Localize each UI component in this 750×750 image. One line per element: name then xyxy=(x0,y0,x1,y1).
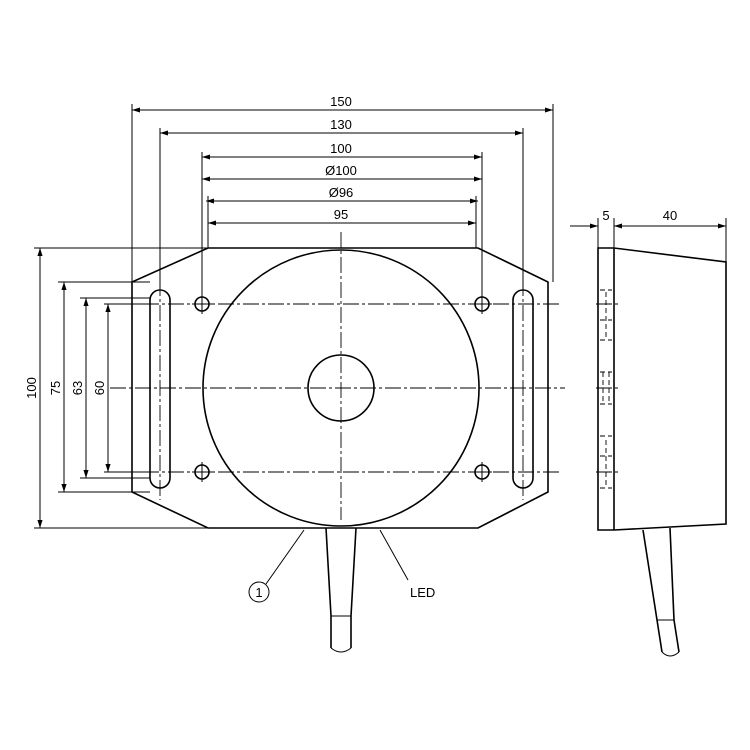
callout-1-leader xyxy=(265,529,305,585)
dim-40: 40 xyxy=(663,208,677,223)
dim-75: 75 xyxy=(48,381,63,395)
front-view: 150 130 100 Ø100 Ø96 95 100 75 63 60 1 L… xyxy=(24,94,565,653)
led-leader xyxy=(379,529,409,581)
dim-60: 60 xyxy=(92,381,107,395)
dim-dia-96: Ø96 xyxy=(329,185,354,200)
dim-dia-100: Ø100 xyxy=(325,163,357,178)
extension-lines xyxy=(34,104,554,529)
dim-100-height: 100 xyxy=(24,377,39,399)
dim-130: 130 xyxy=(330,117,352,132)
dim-150: 150 xyxy=(330,94,352,109)
side-cable xyxy=(642,527,680,657)
dim-100-width: 100 xyxy=(330,141,352,156)
dim-63: 63 xyxy=(70,381,85,395)
dim-5: 5 xyxy=(602,208,609,223)
side-hidden-features xyxy=(596,289,618,489)
callout-1-balloon xyxy=(248,581,270,603)
callout-1-label: 1 xyxy=(255,585,262,600)
side-body-outline xyxy=(597,247,727,531)
side-view: 5 40 xyxy=(570,208,727,657)
dim-95: 95 xyxy=(334,207,348,222)
led-label: LED xyxy=(410,585,435,600)
cable xyxy=(325,527,357,653)
housing-outline xyxy=(131,247,549,529)
